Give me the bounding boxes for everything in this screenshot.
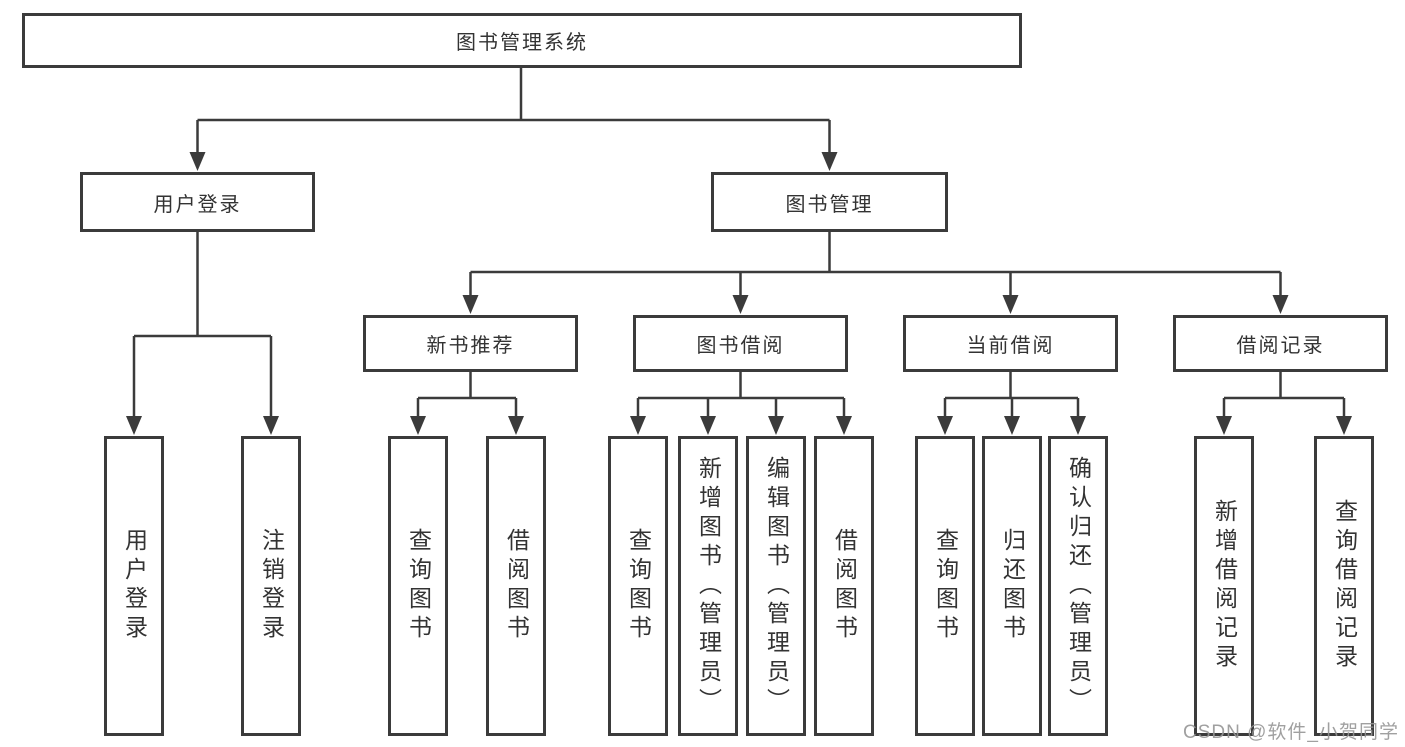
leaf-label: 新增图书（管理员） [695,455,722,717]
leaf-return-books: 归还图书 [982,436,1042,736]
node-label: 图书管理系统 [456,32,588,54]
node-book-management: 图书管理 [711,172,948,232]
arrow-down-icon [126,416,142,435]
arrow-down-icon [1272,295,1289,314]
connector-new-book-rec-to-leaves [416,372,518,421]
leaf-label: 归还图书 [999,528,1026,644]
arrow-down-icon [410,416,426,435]
arrow-down-icon [1002,295,1019,314]
connector-book-mgmt-to-level3 [469,232,1282,300]
arrow-down-icon [1004,416,1020,435]
node-label: 借阅记录 [1236,335,1325,357]
leaf-label: 借阅图书 [503,528,530,644]
arrow-down-icon [189,152,206,171]
leaf-label: 查询图书 [405,528,432,644]
leaf-query-borrow-record: 查询借阅记录 [1314,436,1374,736]
connector-user-login-to-leaves [132,232,273,421]
connector-root-to-level2 [196,68,831,157]
connector-lines [132,68,1346,421]
node-book-borrowing: 图书借阅 [633,315,848,372]
arrow-down-icon [836,416,852,435]
arrow-down-icon [1336,416,1352,435]
leaf-borrow-books-recommend: 借阅图书 [486,436,546,736]
leaf-edit-books-admin: 编辑图书（管理员） [746,436,806,736]
leaf-confirm-return-admin: 确认归还（管理员） [1048,436,1108,736]
node-label: 图书管理 [785,193,874,216]
arrow-down-icon [1070,416,1086,435]
arrow-down-icon [263,416,279,435]
connector-book-borrow-to-leaves [636,372,846,421]
arrow-down-icon [462,295,479,314]
node-label: 图书借阅 [696,335,785,357]
arrow-down-icon [732,295,749,314]
leaf-add-books-admin: 新增图书（管理员） [678,436,738,736]
leaf-borrow-books: 借阅图书 [814,436,874,736]
leaf-label: 查询借阅记录 [1331,499,1358,673]
arrow-down-icon [768,416,784,435]
node-user-login: 用户登录 [80,172,315,232]
leaf-label: 注销登录 [258,528,285,644]
leaf-label: 编辑图书（管理员） [763,455,790,717]
connector-borrow-records-to-leaves [1222,372,1346,421]
leaf-label: 查询图书 [932,528,959,644]
leaf-add-borrow-record: 新增借阅记录 [1194,436,1254,736]
leaf-query-books-current: 查询图书 [915,436,975,736]
leaf-label: 确认归还（管理员） [1065,455,1092,717]
arrowheads [126,152,1352,435]
arrow-down-icon [630,416,646,435]
node-label: 用户登录 [153,193,242,216]
node-current-borrowing: 当前借阅 [903,315,1118,372]
leaf-label: 查询图书 [625,528,652,644]
arrow-down-icon [937,416,953,435]
node-borrowing-records: 借阅记录 [1173,315,1388,372]
leaf-label: 借阅图书 [831,528,858,644]
arrow-down-icon [1216,416,1232,435]
node-label: 新书推荐 [426,335,515,357]
node-new-book-recommend: 新书推荐 [363,315,578,372]
leaf-label: 新增借阅记录 [1211,499,1238,673]
leaf-logout: 注销登录 [241,436,301,736]
arrow-down-icon [700,416,716,435]
node-root-system: 图书管理系统 [22,13,1022,68]
leaf-query-books-recommend: 查询图书 [388,436,448,736]
connector-current-borrow-to-leaves [943,372,1080,421]
leaf-label: 用户登录 [121,528,148,644]
csdn-watermark: CSDN @软件_小贺同学 [1183,722,1399,743]
node-label: 当前借阅 [966,335,1055,357]
leaf-user-login: 用户登录 [104,436,164,736]
leaf-query-books-borrowing: 查询图书 [608,436,668,736]
arrow-down-icon [508,416,524,435]
arrow-down-icon [821,152,838,171]
